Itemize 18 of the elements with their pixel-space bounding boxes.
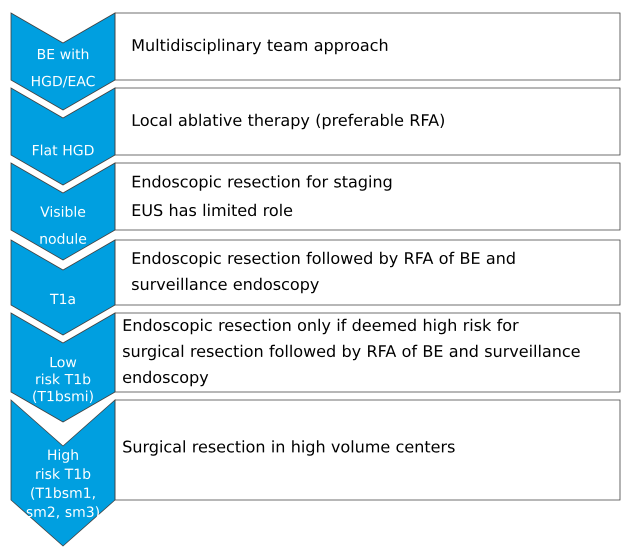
box-text: Endoscopic resection for staging bbox=[132, 175, 392, 191]
box-text: Surgical resection in high volume centers bbox=[123, 440, 455, 456]
category-tab: Visible nodule bbox=[10, 162, 116, 260]
box-text: Multidisciplinary team approach bbox=[132, 38, 388, 54]
node-label: High risk T1b (T1bsm1, sm2, sm3) bbox=[26, 449, 99, 519]
text-box bbox=[114, 88, 620, 156]
box-text: Endoscopic resection followed by RFA of BE and surveillance endoscopy bbox=[132, 252, 515, 294]
category-tab: BE with HGD/EAC bbox=[10, 12, 116, 110]
box-text: EUS has limited role bbox=[132, 204, 292, 216]
text-box bbox=[114, 162, 620, 230]
box-text: Local ablative therapy (preferable RFA) bbox=[132, 114, 444, 130]
category-tab: Low risk T1b (T1bsmi) bbox=[10, 312, 116, 422]
category-tab: Flat HGD bbox=[10, 87, 116, 186]
text-box bbox=[114, 12, 620, 80]
box-text: Endoscopic resection only if deemed high risk for surgical resection followed by RFA of BE and surveillance endoscopy bbox=[123, 318, 580, 386]
text-box bbox=[114, 312, 620, 392]
text-box bbox=[114, 400, 620, 500]
text-box bbox=[114, 240, 620, 306]
